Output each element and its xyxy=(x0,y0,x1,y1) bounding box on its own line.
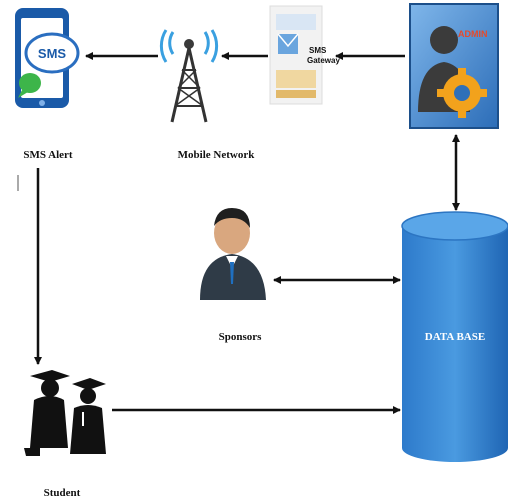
sms-alert-phone-icon: SMS xyxy=(15,8,80,108)
mobile-network-label: Mobile Network xyxy=(178,149,256,161)
student-label: Student xyxy=(44,487,81,499)
sms-gateway-label-1: SMS xyxy=(309,46,327,55)
mobile-tower-icon xyxy=(159,29,219,123)
sms-bubble-text: SMS xyxy=(38,46,67,61)
sms-gateway-label-2: Gateway xyxy=(307,56,340,65)
sms-gateway-icon xyxy=(269,5,323,105)
sponsor-person-icon xyxy=(200,208,266,300)
database-cylinder xyxy=(401,211,508,462)
admin-badge: ADMIN xyxy=(458,29,488,39)
student-graduates-icon xyxy=(24,370,106,456)
database-label: DATA BASE xyxy=(425,331,485,343)
sms-alert-label: SMS Alert xyxy=(23,149,73,161)
sponsors-label: Sponsors xyxy=(219,331,263,343)
admin-icon xyxy=(409,3,499,129)
